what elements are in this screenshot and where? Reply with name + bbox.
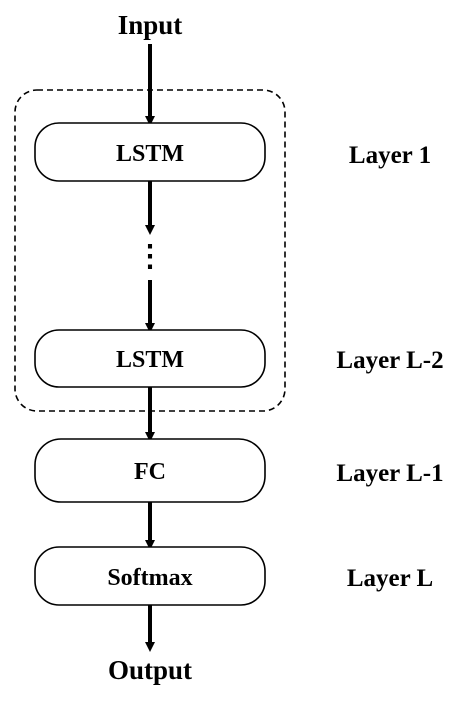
node-lstm-1-box [34,122,266,182]
node-lstm-l2-label: LSTM [116,347,184,373]
node-fc-box [34,438,266,503]
node-fc-label: FC [134,459,166,485]
node-lstm-1: LSTM [34,122,266,182]
node-lstm-1-label: LSTM [116,141,184,167]
layer-label-l: Layer L [347,565,433,592]
node-lstm-l2-box [34,329,266,388]
input-label: Input [118,10,183,40]
layer-label-l2: Layer L-2 [336,347,443,374]
node-softmax-label: Softmax [107,565,192,591]
layer-label-l1: Layer L-1 [336,460,443,487]
output-label: Output [108,655,192,685]
node-softmax: Softmax [34,546,266,606]
ellipsis: ⋮ [135,240,165,273]
node-softmax-box [34,546,266,606]
layer-label-1: Layer 1 [349,142,431,169]
node-lstm-l2: LSTM [34,329,266,388]
node-fc: FC [34,438,266,503]
